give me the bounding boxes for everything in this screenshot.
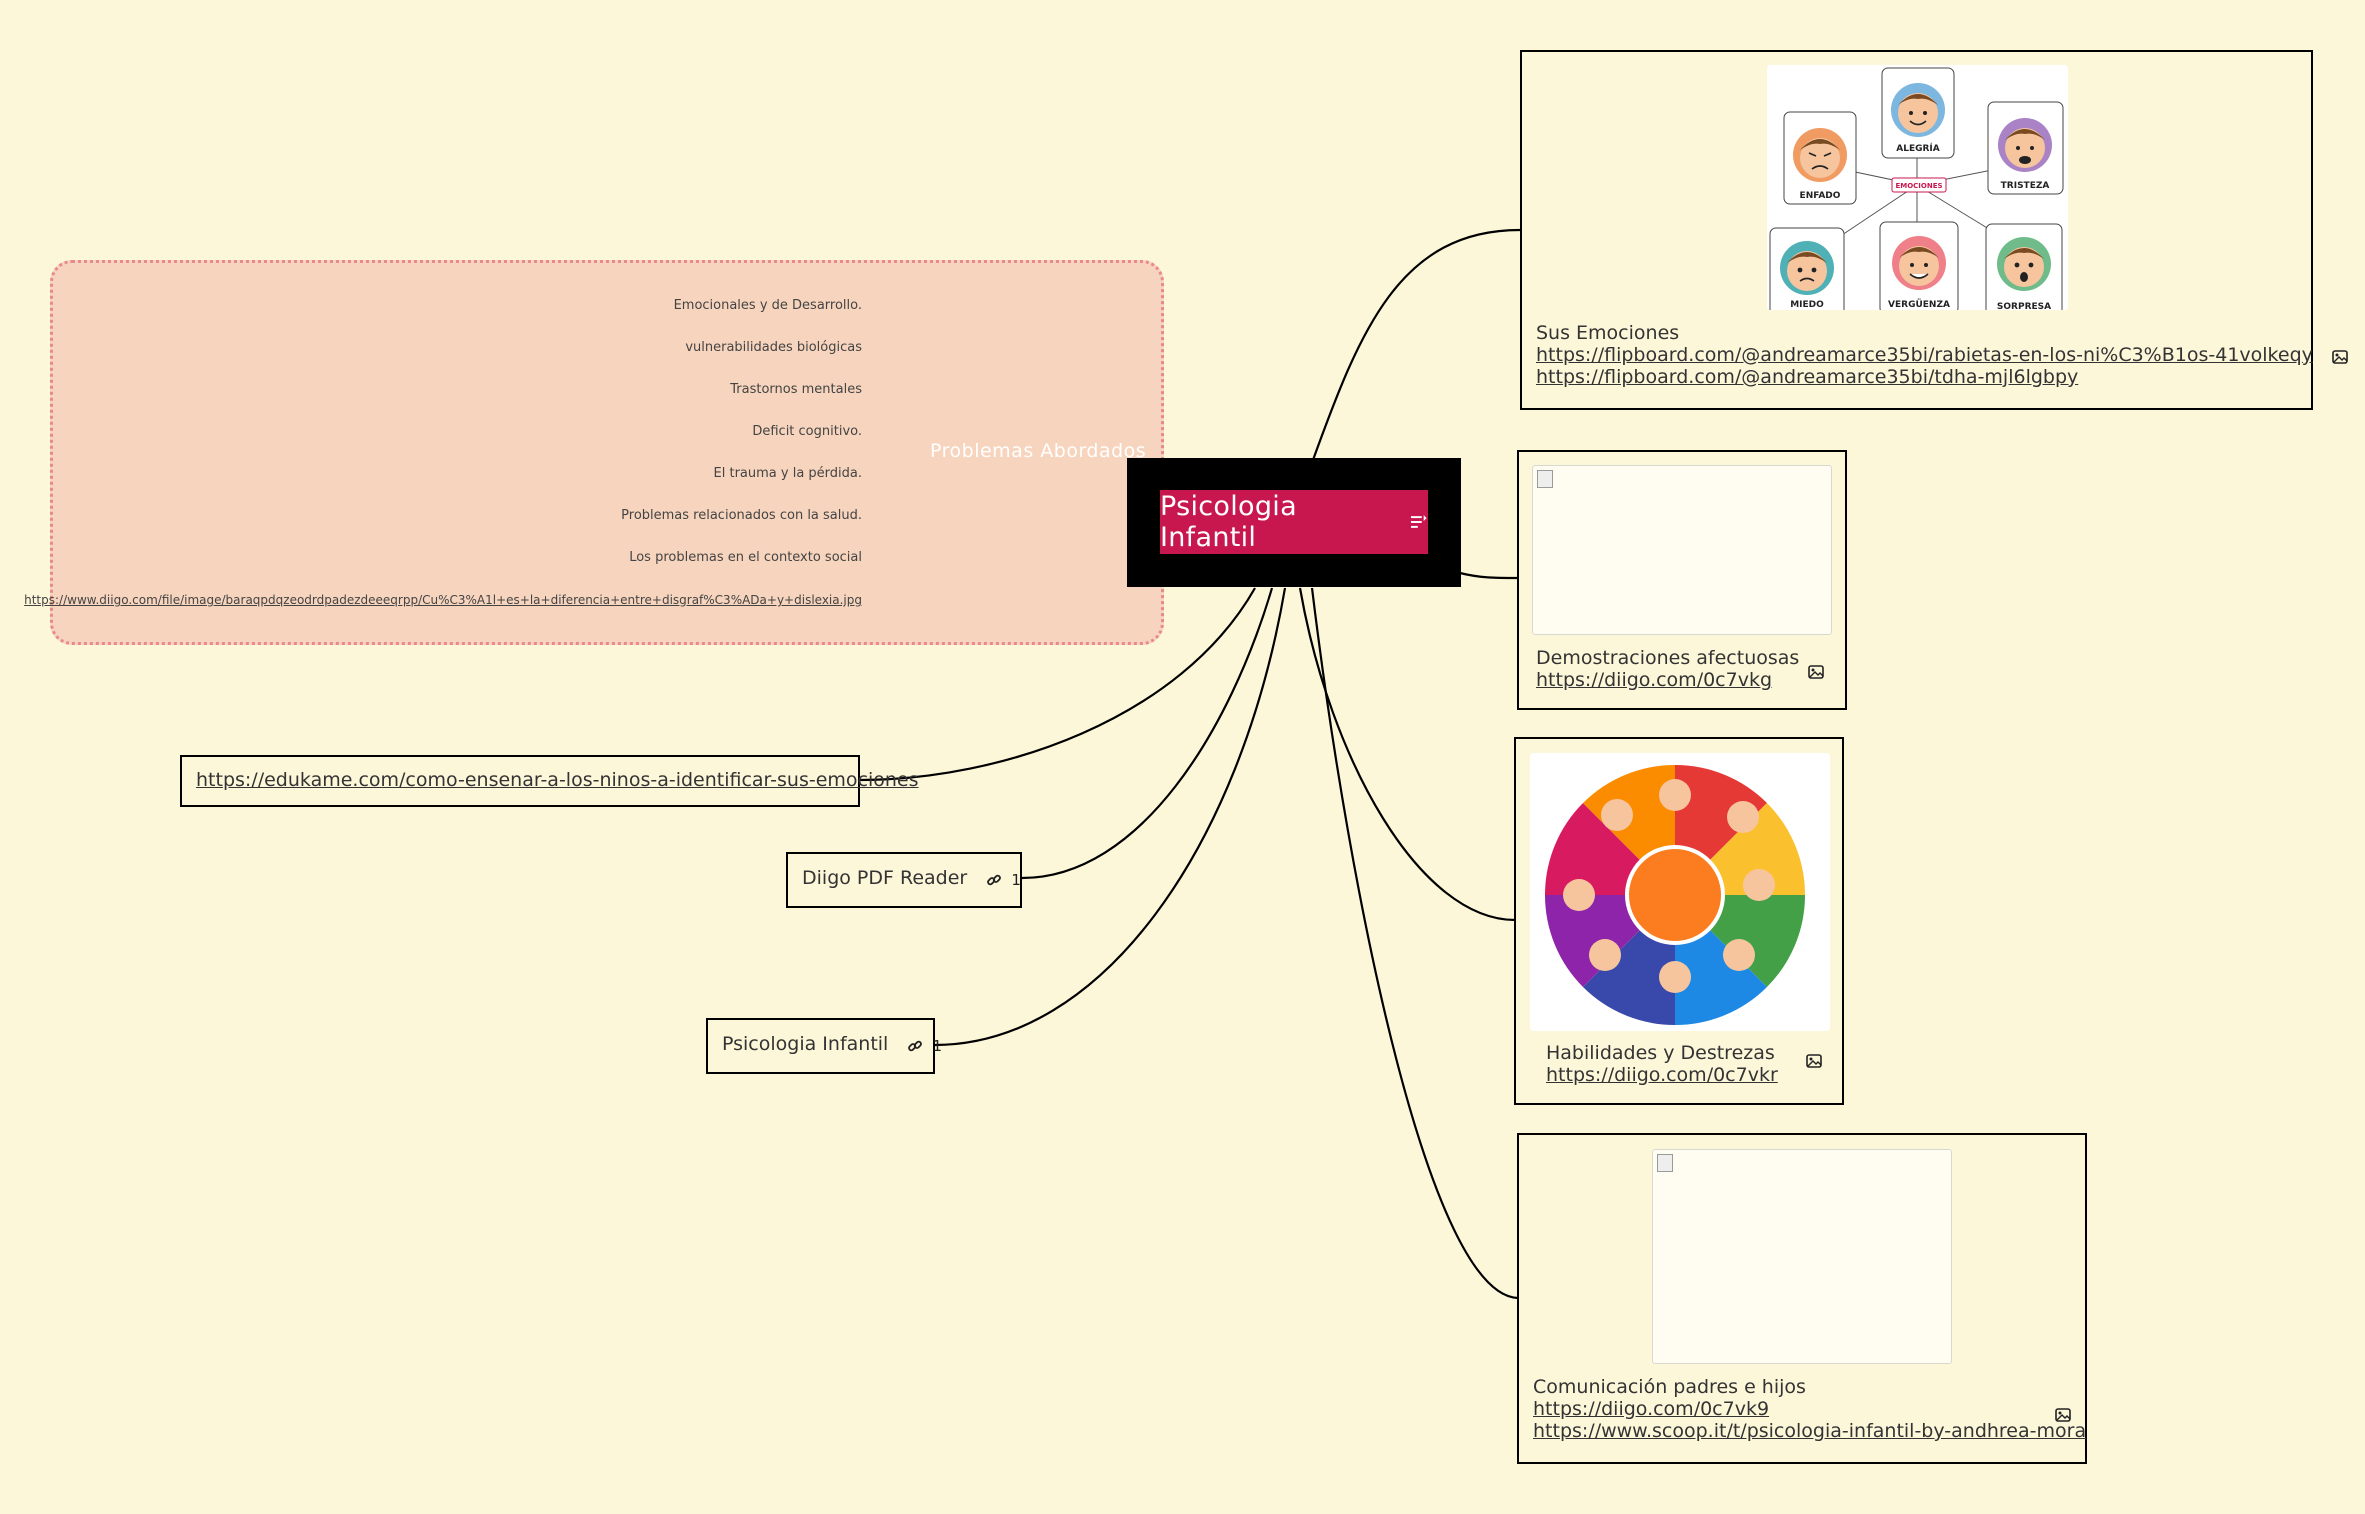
svg-text:SORPRESA: SORPRESA — [1997, 302, 2051, 310]
habilidades-node[interactable]: Habilidades y Destrezas https://diigo.co… — [1514, 737, 1844, 1105]
topic-trauma[interactable]: El trauma y la pérdida. — [713, 466, 862, 481]
demostraciones-image[interactable] — [1532, 465, 1832, 635]
svg-text:VERGÜENZA: VERGÜENZA — [1888, 299, 1950, 310]
emociones-diagram-picture: EMOCIONES ALEGRÍA EN — [1769, 67, 2064, 321]
edukame-node[interactable]: https://edukame.com/como-ensenar-a-los-n… — [180, 755, 919, 807]
sus-emociones-node[interactable]: EMOCIONES ALEGRÍA EN — [1520, 50, 2348, 410]
demostraciones-node[interactable]: Demostraciones afectuosas https://diigo.… — [1517, 450, 1847, 710]
face-verguenza: VERGÜENZA — [1879, 221, 1959, 315]
edukame-link[interactable]: https://edukame.com/como-ensenar-a-los-n… — [196, 769, 919, 791]
psicologia-infantil-link-count: 1 — [932, 1036, 943, 1055]
svg-text:ENFADO: ENFADO — [1800, 191, 1841, 201]
diigo-pdf-reader-link-count: 1 — [1011, 870, 1021, 889]
svg-text:ALEGRÍA: ALEGRÍA — [1896, 142, 1940, 154]
image-icon[interactable] — [1806, 1054, 1822, 1068]
habilidades-link[interactable]: https://diigo.com/0c7vkr — [1546, 1064, 1778, 1086]
diigo-pdf-reader-node[interactable]: Diigo PDF Reader 1 — [786, 852, 1022, 908]
central-topic-title: Psicologia Infantil — [1160, 491, 1297, 553]
comunicacion-link-diigo[interactable]: https://diigo.com/0c7vk9 — [1533, 1398, 1770, 1420]
habilidades-title: Habilidades y Destrezas — [1546, 1042, 1775, 1064]
face-sorpresa: SORPRESA — [1985, 223, 2063, 317]
demostraciones-title: Demostraciones afectuosas — [1536, 647, 1800, 669]
topic-vulnerabilidades[interactable]: vulnerabilidades biológicas — [685, 340, 862, 355]
broken-image-icon — [1657, 1154, 1673, 1172]
psicologia-infantil-label: Psicologia Infantil — [722, 1033, 889, 1055]
topic-salud[interactable]: Problemas relacionados con la salud. — [621, 508, 862, 523]
habilidades-picture — [1544, 764, 1806, 1026]
comunicacion-image[interactable] — [1652, 1149, 1952, 1364]
link-icon[interactable] — [986, 872, 1002, 888]
image-icon[interactable] — [2055, 1408, 2071, 1422]
flipboard-link-rabietas[interactable]: https://flipboard.com/@andreamarce35bi/r… — [1536, 344, 2313, 366]
topic-emocionales[interactable]: Emocionales y de Desarrollo. — [673, 298, 862, 313]
face-miedo: MIEDO — [1769, 227, 1845, 321]
face-alegria: ALEGRÍA — [1881, 67, 1955, 159]
svg-text:MIEDO: MIEDO — [1790, 300, 1824, 310]
diigo-pdf-reader-label: Diigo PDF Reader — [802, 867, 968, 889]
svg-text:TRISTEZA: TRISTEZA — [2001, 181, 2050, 191]
habilidades-image[interactable] — [1530, 753, 1830, 1031]
broken-image-icon — [1537, 470, 1553, 488]
psicologia-infantil-node[interactable]: Psicologia Infantil 1 — [706, 1018, 942, 1074]
link-icon[interactable] — [907, 1038, 923, 1054]
central-topic[interactable]: Psicologia Infantil — [1127, 458, 1461, 587]
topic-diigo-image-link[interactable]: https://www.diigo.com/file/image/baraqpd… — [24, 593, 862, 607]
emociones-center-label: EMOCIONES — [1895, 182, 1942, 190]
notes-icon[interactable] — [1410, 514, 1428, 530]
demostraciones-link[interactable]: https://diigo.com/0c7vkg — [1536, 669, 1773, 691]
topic-deficit[interactable]: Deficit cognitivo. — [752, 424, 862, 439]
emociones-image[interactable]: EMOCIONES ALEGRÍA EN — [1767, 65, 2068, 321]
face-enfado: ENFADO — [1783, 111, 1857, 205]
image-icon[interactable] — [2332, 349, 2348, 364]
face-tristeza: TRISTEZA — [1987, 101, 2064, 195]
topic-trastornos[interactable]: Trastornos mentales — [730, 382, 862, 397]
sus-emociones-title: Sus Emociones — [1536, 322, 1680, 344]
flipboard-link-tdha[interactable]: https://flipboard.com/@andreamarce35bi/t… — [1536, 366, 2079, 388]
comunicacion-node[interactable]: Comunicación padres e hijos https://diig… — [1517, 1133, 2087, 1464]
image-icon[interactable] — [1808, 665, 1824, 679]
problemas-panel — [50, 260, 1164, 645]
branch-label-problemas[interactable]: Problemas Abordados — [930, 440, 1147, 462]
comunicacion-link-scoopit[interactable]: https://www.scoop.it/t/psicologia-infant… — [1533, 1420, 2087, 1442]
topic-social[interactable]: Los problemas en el contexto social — [629, 550, 862, 565]
central-topic-label-box[interactable]: Psicologia Infantil — [1160, 490, 1428, 554]
comunicacion-title: Comunicación padres e hijos — [1533, 1376, 1806, 1398]
